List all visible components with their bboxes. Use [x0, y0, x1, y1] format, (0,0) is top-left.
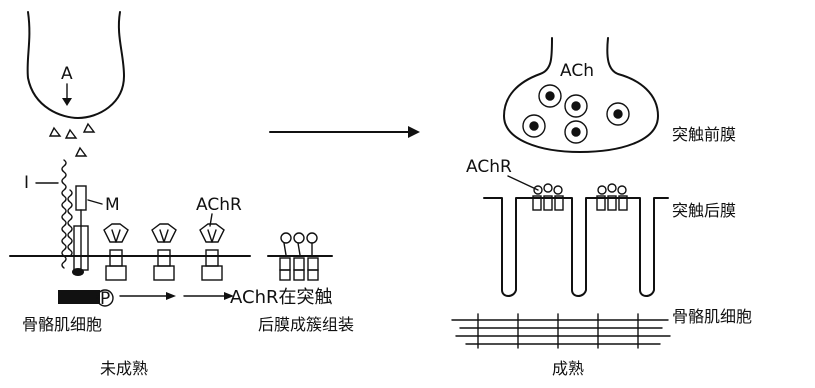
bottom-arrow-1-head — [166, 292, 176, 300]
label-cluster-2: 后膜成簇组装 — [258, 315, 354, 334]
label-a: A — [61, 64, 73, 84]
label-ach: ACh — [560, 61, 594, 81]
arrow-a-head — [62, 98, 72, 106]
label-achr-right: AChR — [466, 157, 512, 177]
signal-bar — [58, 290, 100, 304]
label-skeletal-left: 骨骼肌细胞 — [22, 315, 102, 334]
transmembrane-chain — [62, 160, 66, 268]
label-mature: 成熟 — [552, 359, 584, 378]
label-i: I — [24, 173, 29, 193]
label-immature: 未成熟 — [100, 359, 148, 378]
label-achr-left: AChR — [196, 195, 242, 215]
m-end — [72, 268, 84, 276]
label-achr-right-leader — [508, 176, 538, 190]
receptor-3 — [200, 224, 224, 280]
muscle-striations — [452, 314, 670, 348]
label-postsyn: 突触后膜 — [672, 201, 736, 220]
label-p: P — [100, 289, 110, 309]
mature-panel: ACh 突触前膜 AChR 突触后膜 — [452, 38, 752, 378]
m-complex-box — [76, 186, 86, 210]
agent-particles — [50, 124, 94, 156]
receptor-1 — [104, 224, 128, 280]
label-skeletal-right: 骨骼肌细胞 — [672, 307, 752, 326]
nerve-terminal — [28, 12, 124, 118]
receptor-2 — [152, 224, 176, 280]
label-presyn: 突触前膜 — [672, 125, 736, 144]
transmembrane-chain-2 — [68, 190, 72, 256]
label-m-leader — [88, 200, 102, 204]
label-cluster-1: AChR在突触 — [230, 287, 332, 308]
label-m: M — [105, 195, 120, 215]
main-arrow-head — [408, 126, 420, 138]
vesicles — [523, 85, 629, 143]
immature-panel: A I M — [10, 12, 354, 378]
postsynaptic-membrane — [484, 198, 668, 296]
